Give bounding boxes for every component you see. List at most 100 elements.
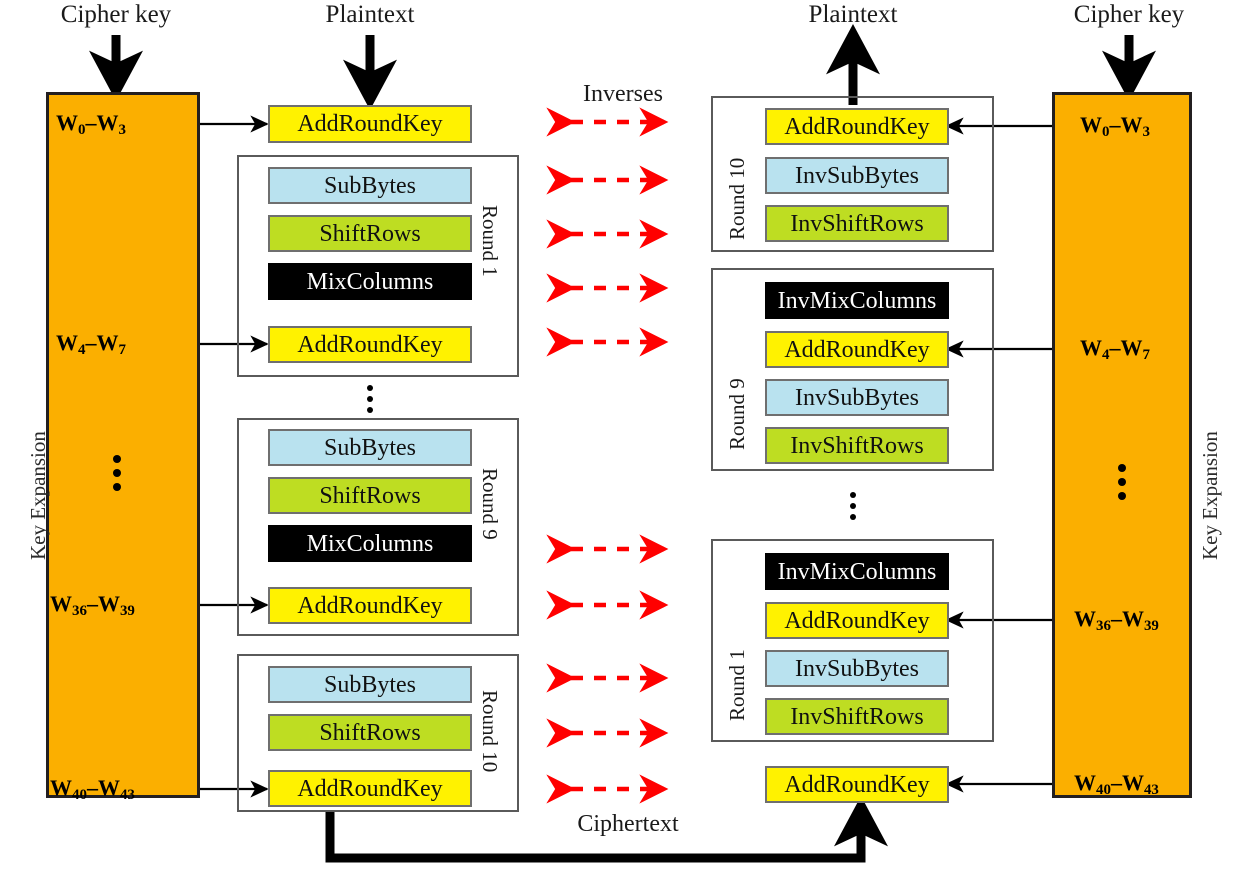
w-sub-start: 36 (72, 603, 87, 620)
enc-round-9-shift-rows[interactable]: ShiftRows (268, 477, 472, 514)
w-sub-start: 0 (78, 122, 86, 139)
w-sub-end: 7 (118, 342, 126, 359)
dec-rounds-ellipsis (850, 492, 856, 520)
w-sub-end: 7 (1142, 347, 1150, 364)
dot (850, 492, 856, 498)
key-expansion-ellipsis-left (113, 455, 121, 491)
enc-round-10-shift-rows[interactable]: ShiftRows (268, 714, 472, 751)
w-dash: – (85, 110, 97, 135)
key-expansion-column-left (46, 92, 200, 798)
enc-round-10-add-round-key[interactable]: AddRoundKey (268, 770, 472, 807)
enc-round-1-shift-rows[interactable]: ShiftRows (268, 215, 472, 252)
dec-round-9-inv-shift-rows[interactable]: InvShiftRows (765, 427, 949, 464)
dec-round-10-label: Round 10 (725, 157, 749, 240)
w-base: W (50, 591, 72, 616)
key-label-w0-w3-right: W0–W3 (1080, 114, 1150, 140)
dot (367, 385, 373, 391)
enc-round-9-label: Round 9 (478, 468, 502, 540)
key-label-w40-w43-right: W40–W43 (1074, 772, 1159, 798)
dot (367, 407, 373, 413)
key-label-w40-w43-left: W40–W43 (50, 777, 135, 803)
dec-round-9-label: Round 9 (725, 378, 749, 450)
w-base2: W (1121, 770, 1144, 795)
w-sub-start: 36 (1096, 618, 1111, 635)
enc-round-10-sub-bytes[interactable]: SubBytes (268, 666, 472, 703)
w-sub-end: 43 (1143, 782, 1159, 799)
w-base2: W (97, 775, 120, 800)
dec-round-10-inv-sub-bytes[interactable]: InvSubBytes (765, 157, 949, 194)
enc-initial-add-round-key[interactable]: AddRoundKey (268, 105, 472, 143)
enc-round-9-box (237, 418, 519, 636)
w-sub-end: 39 (1143, 618, 1159, 635)
enc-round-9-mix-columns[interactable]: MixColumns (268, 525, 472, 562)
key-label-w4-w7-left: W4–W7 (56, 332, 126, 358)
w-base: W (1074, 770, 1096, 795)
w-base2: W (96, 110, 119, 135)
dot (850, 503, 856, 509)
w-base: W (56, 110, 78, 135)
dot (1118, 464, 1126, 472)
w-sub-start: 4 (78, 342, 86, 359)
w-dash: – (86, 591, 98, 616)
enc-rounds-ellipsis (367, 385, 373, 413)
w-dash: – (1110, 770, 1122, 795)
w-dash: – (85, 330, 97, 355)
ciphertext-label: Ciphertext (577, 811, 679, 837)
dot (113, 455, 121, 463)
enc-round-1-sub-bytes[interactable]: SubBytes (268, 167, 472, 204)
w-sub-start: 0 (1102, 124, 1110, 141)
dec-round-1-add-round-key[interactable]: AddRoundKey (765, 602, 949, 639)
caption-plaintext-right: Plaintext (808, 1, 898, 28)
w-base2: W (1120, 335, 1143, 360)
w-sub-end: 39 (119, 603, 135, 620)
key-expansion-label-left: Key Expansion (26, 431, 50, 560)
w-sub-end: 3 (1142, 124, 1150, 141)
w-base: W (1080, 112, 1102, 137)
dot (113, 469, 121, 477)
enc-round-10-label: Round 10 (478, 690, 502, 773)
enc-round-1-add-round-key[interactable]: AddRoundKey (268, 326, 472, 363)
dot (367, 396, 373, 402)
w-sub-start: 40 (1096, 782, 1111, 799)
dec-round-1-inv-mix-columns[interactable]: InvMixColumns (765, 553, 949, 590)
w-sub-end: 43 (119, 787, 135, 804)
caption-cipher-key-right: Cipher key (1073, 1, 1185, 28)
dec-round-9-box (711, 268, 994, 471)
w-base2: W (96, 330, 119, 355)
dec-round-10-inv-shift-rows[interactable]: InvShiftRows (765, 205, 949, 242)
dec-round-9-inv-mix-columns[interactable]: InvMixColumns (765, 282, 949, 319)
dot (113, 483, 121, 491)
enc-round-1-label: Round 1 (478, 205, 502, 277)
dec-round-10-add-round-key[interactable]: AddRoundKey (765, 108, 949, 145)
caption-plaintext-left: Plaintext (325, 1, 415, 28)
w-dash: – (1109, 335, 1121, 360)
dec-final-add-round-key[interactable]: AddRoundKey (765, 766, 949, 803)
w-base2: W (1121, 606, 1144, 631)
enc-round-9-sub-bytes[interactable]: SubBytes (268, 429, 472, 466)
w-base: W (50, 775, 72, 800)
w-base: W (56, 330, 78, 355)
key-label-w4-w7-right: W4–W7 (1080, 337, 1150, 363)
dec-round-10-box (711, 96, 994, 252)
enc-round-1-mix-columns[interactable]: MixColumns (268, 263, 472, 300)
dec-round-9-inv-sub-bytes[interactable]: InvSubBytes (765, 379, 949, 416)
enc-round-1-box (237, 155, 519, 377)
w-base2: W (97, 591, 120, 616)
dec-round-1-inv-sub-bytes[interactable]: InvSubBytes (765, 650, 949, 687)
w-dash: – (1109, 112, 1121, 137)
w-sub-start: 40 (72, 787, 87, 804)
enc-round-10-box (237, 654, 519, 812)
enc-round-9-add-round-key[interactable]: AddRoundKey (268, 587, 472, 624)
dot (850, 514, 856, 520)
dot (1118, 492, 1126, 500)
key-label-w36-w39-left: W36–W39 (50, 593, 135, 619)
key-expansion-label-right: Key Expansion (1198, 431, 1222, 560)
key-label-w0-w3-left: W0–W3 (56, 112, 126, 138)
dec-round-1-inv-shift-rows[interactable]: InvShiftRows (765, 698, 949, 735)
key-expansion-column-right (1052, 92, 1192, 798)
key-expansion-ellipsis-right (1118, 464, 1126, 500)
dot (1118, 478, 1126, 486)
w-base: W (1080, 335, 1102, 360)
w-dash: – (1110, 606, 1122, 631)
dec-round-9-add-round-key[interactable]: AddRoundKey (765, 331, 949, 368)
